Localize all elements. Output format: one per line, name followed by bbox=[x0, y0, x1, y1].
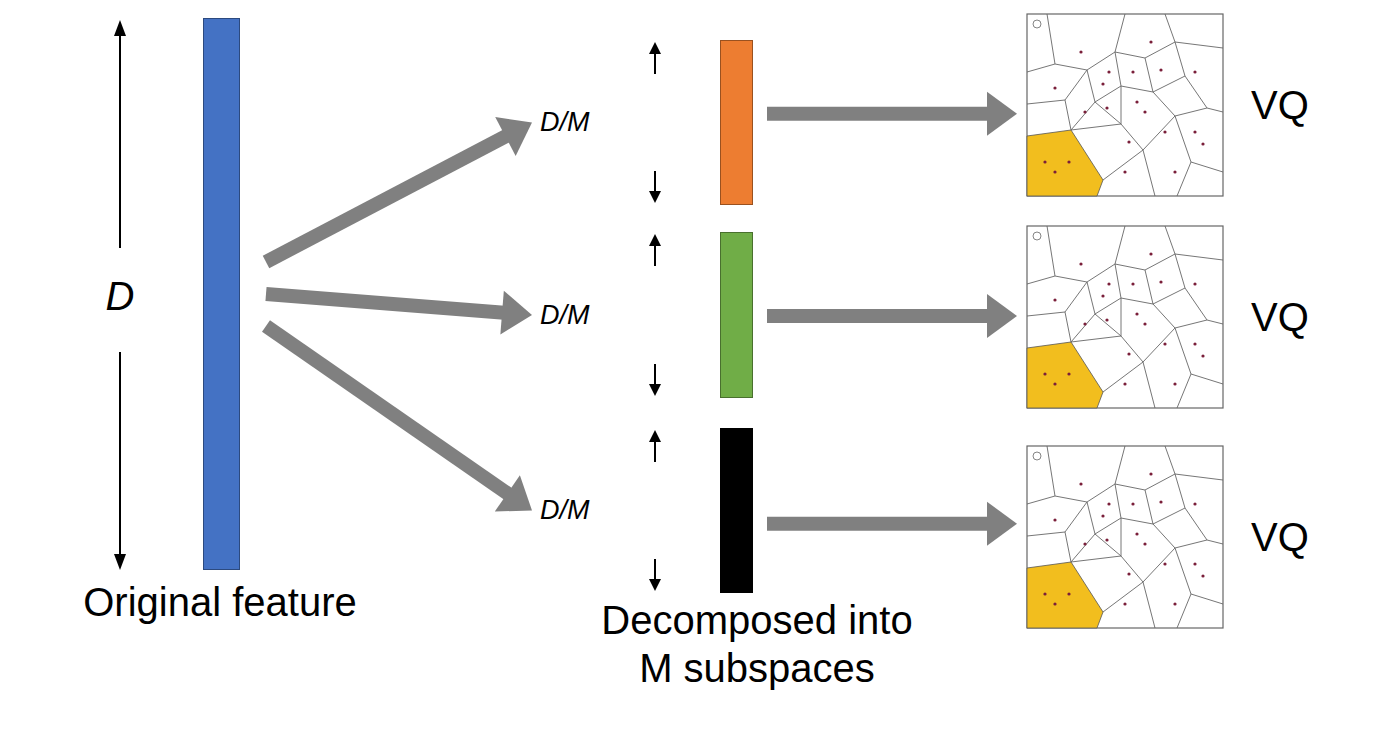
arrow-line bbox=[654, 559, 656, 581]
arrow-head bbox=[987, 92, 1017, 136]
vector-bar bbox=[720, 428, 753, 593]
vq-plot: VQ bbox=[1025, 12, 1325, 198]
voronoi-cells bbox=[1027, 446, 1223, 628]
block-arrow bbox=[767, 294, 1017, 338]
block-arrow bbox=[767, 502, 1017, 546]
vector-bar bbox=[720, 232, 753, 398]
arrow-head bbox=[649, 430, 661, 442]
block-arrow bbox=[266, 291, 532, 335]
vq-plot: VQ bbox=[1025, 224, 1325, 410]
voronoi-illustration bbox=[1025, 12, 1225, 198]
arrow-head bbox=[649, 42, 661, 54]
feature-vector: Original feature bbox=[30, 18, 410, 638]
block-arrow bbox=[266, 117, 532, 262]
arrow-head bbox=[500, 291, 532, 335]
arrow-shaft bbox=[767, 107, 989, 121]
arrow-head bbox=[495, 475, 532, 511]
dimension-label: D bbox=[90, 272, 150, 320]
arrow-line bbox=[654, 52, 656, 74]
arrow-shaft bbox=[266, 136, 507, 262]
arrow-head bbox=[649, 191, 661, 203]
feature-vector: D/M bbox=[540, 232, 755, 398]
arrow-shaft bbox=[767, 309, 989, 323]
arrow-line bbox=[654, 171, 656, 193]
voronoi-illustration bbox=[1025, 224, 1225, 410]
vq-label: VQ bbox=[1251, 295, 1309, 340]
feature-vector: D/M bbox=[540, 40, 755, 205]
voronoi-cells bbox=[1027, 226, 1223, 408]
dimension-label: D/M bbox=[540, 107, 590, 138]
arrow-head bbox=[649, 579, 661, 591]
arrow-line bbox=[654, 364, 656, 386]
vq-label: VQ bbox=[1251, 83, 1309, 128]
vq-label: VQ bbox=[1251, 515, 1309, 560]
block-arrow bbox=[767, 92, 1017, 136]
dimension-label: D/M bbox=[540, 495, 590, 526]
voronoi-cells bbox=[1027, 14, 1223, 196]
voronoi-illustration bbox=[1025, 444, 1225, 630]
feature-vector: D/M bbox=[540, 428, 755, 593]
caption-label: Decomposed into M subspaces bbox=[587, 596, 927, 692]
arrow-shaft bbox=[767, 517, 989, 531]
dimension-arrows bbox=[635, 428, 675, 593]
arrow-line bbox=[654, 244, 656, 266]
arrow-head bbox=[649, 384, 661, 396]
vector-bar bbox=[203, 18, 240, 570]
arrow-line bbox=[654, 440, 656, 462]
dimension-label: D/M bbox=[540, 300, 590, 331]
dimension-arrows bbox=[635, 232, 675, 398]
arrow-head bbox=[987, 294, 1017, 338]
arrow-head bbox=[495, 117, 532, 156]
arrow-head bbox=[649, 234, 661, 246]
caption-label: Original feature bbox=[30, 580, 410, 625]
arrow-head bbox=[987, 502, 1017, 546]
arrow-shaft bbox=[266, 326, 509, 495]
vector-bar bbox=[720, 40, 753, 205]
vq-plot: VQ bbox=[1025, 444, 1325, 630]
dimension-arrows bbox=[635, 40, 675, 205]
arrow-shaft bbox=[266, 294, 504, 313]
block-arrow bbox=[266, 326, 532, 511]
